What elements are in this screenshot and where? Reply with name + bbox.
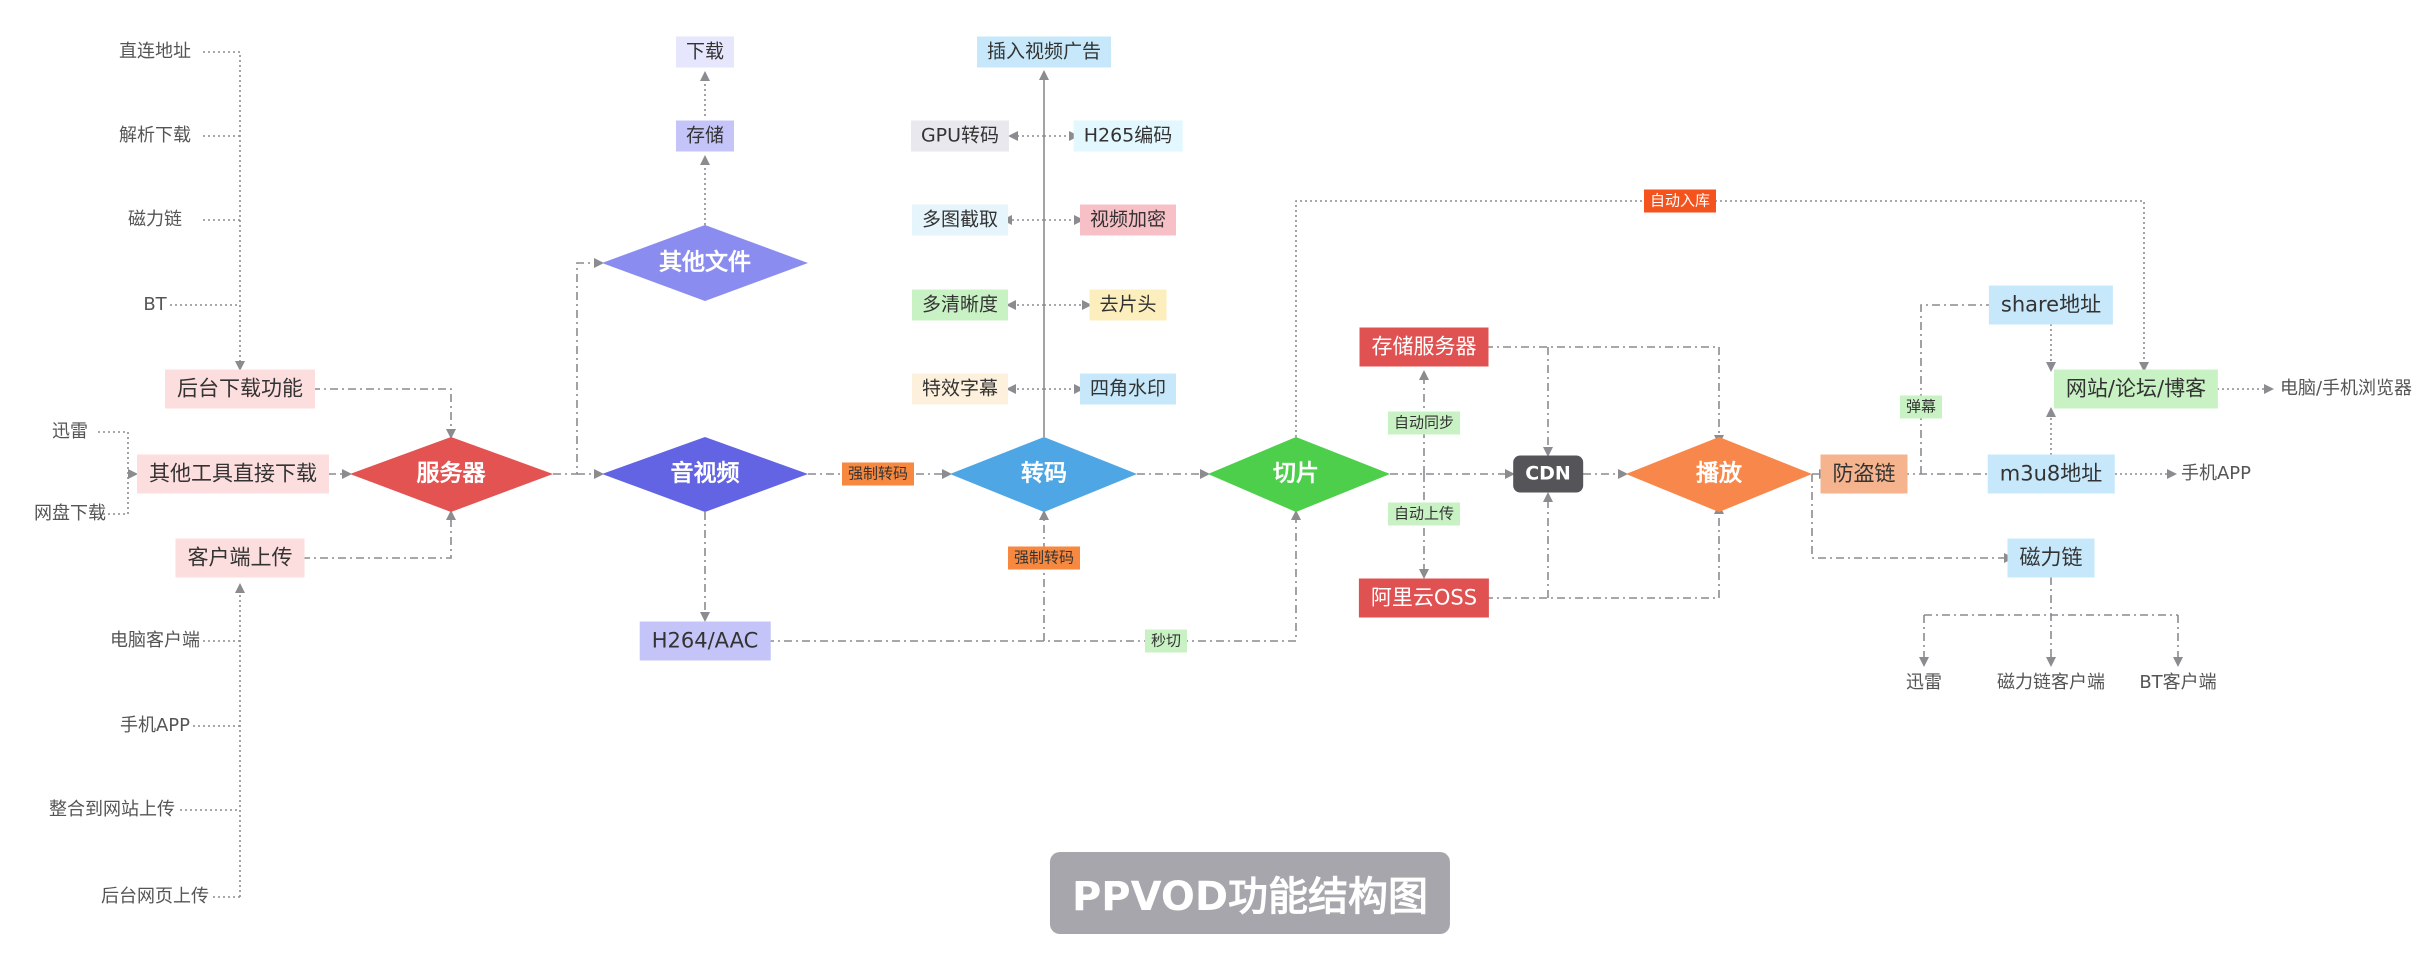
h264-aac-box: H264/AAC — [639, 621, 771, 661]
web-upload-label: 后台网页上传 — [101, 886, 209, 907]
edge-server-out — [553, 258, 604, 475]
bt-client-label: BT客户端 — [2139, 672, 2217, 693]
subtitle-box: 特效字幕 — [911, 373, 1009, 405]
xunlei-out-label: 迅雷 — [1906, 672, 1942, 693]
share-url-box: share地址 — [1988, 285, 2114, 325]
auto-import-tag: 自动入库 — [1643, 189, 1717, 213]
force-transcode-tag-2: 强制转码 — [1007, 546, 1081, 570]
av-diamond-shape — [602, 437, 808, 512]
insert-ad-box: 插入视频广告 — [976, 36, 1112, 68]
anti-leech-box: 防盗链 — [1820, 454, 1908, 494]
remove-head-box: 去片头 — [1089, 289, 1167, 321]
pc-client-label: 电脑客户端 — [110, 630, 200, 651]
storage-box: 存储 — [675, 120, 735, 152]
transcode-node: 转码 — [1021, 460, 1067, 487]
pc-mobile-browser-label: 电脑/手机浏览器 — [2279, 378, 2413, 399]
h265-box: H265编码 — [1073, 120, 1183, 152]
edge-upload-to-server — [302, 510, 456, 559]
edge-oss-right — [1485, 504, 1724, 599]
xunlei-source-label: 迅雷 — [52, 421, 88, 442]
edge-play-to-magnet — [1811, 474, 2014, 563]
website-box: 网站/论坛/博客 — [2053, 369, 2219, 409]
other-files-node: 其他文件 — [659, 249, 751, 276]
mobile-app-source-label: 手机APP — [119, 715, 191, 736]
magnet-out-box: 磁力链 — [2007, 538, 2095, 578]
edge-storage-right — [1485, 346, 1724, 445]
gpu-transcode-box: GPU转码 — [910, 120, 1010, 152]
other-tools-box: 其他工具直接下载 — [137, 454, 329, 494]
diagram-title: PPVOD功能结构图 — [1049, 852, 1451, 934]
bt-source-label: BT — [143, 294, 167, 315]
client-upload-box: 客户端上传 — [175, 538, 305, 578]
transcode-diamond-shape — [950, 437, 1137, 512]
encrypt-box: 视频加密 — [1079, 204, 1177, 236]
edge-bg-to-server — [312, 388, 456, 439]
magnet-client-label: 磁力链客户端 — [1997, 672, 2105, 693]
instant-slice-tag: 秒切 — [1144, 629, 1188, 653]
download-box: 下载 — [675, 36, 735, 68]
danmaku-tag: 弹幕 — [1899, 395, 1943, 419]
edge-anti-to-share — [1920, 300, 2002, 474]
auto-sync-tag: 自动同步 — [1387, 411, 1461, 435]
parse-download-label: 解析下载 — [119, 125, 191, 146]
play-node: 播放 — [1696, 460, 1742, 487]
slice-diamond-shape — [1208, 437, 1390, 512]
direct-url-label: 直连地址 — [119, 41, 191, 62]
edge-xunlei-src — [98, 431, 129, 515]
auto-upload-tag: 自动上传 — [1387, 502, 1461, 526]
server-diamond-shape — [350, 437, 553, 512]
magnet-source-label: 磁力链 — [128, 209, 182, 230]
netdisk-source-label: 网盘下载 — [34, 503, 106, 524]
m3u8-url-box: m3u8地址 — [1987, 454, 2115, 494]
aliyun-oss-box: 阿里云OSS — [1358, 578, 1490, 618]
storage-server-box: 存储服务器 — [1359, 327, 1489, 367]
bg-download-box: 后台下载功能 — [165, 369, 315, 409]
watermark-box: 四角水印 — [1079, 373, 1177, 405]
multi-res-box: 多清晰度 — [911, 289, 1009, 321]
other-files-diamond-shape — [602, 225, 808, 301]
slice-node: 切片 — [1273, 460, 1319, 487]
cdn-node: CDN — [1513, 455, 1583, 493]
edge-h264-bottom — [766, 510, 1301, 642]
play-diamond-shape — [1626, 437, 1812, 512]
web-integrate-label: 整合到网站上传 — [49, 799, 175, 820]
server-node: 服务器 — [416, 460, 486, 487]
edge-direct-url — [203, 51, 245, 371]
av-node: 音视频 — [670, 460, 740, 487]
multi-shot-box: 多图截取 — [911, 204, 1009, 236]
edge-slice-auto-import — [1295, 200, 2149, 437]
mobile-app-out-label: 手机APP — [2180, 463, 2252, 484]
force-transcode-tag-1: 强制转码 — [841, 462, 915, 486]
